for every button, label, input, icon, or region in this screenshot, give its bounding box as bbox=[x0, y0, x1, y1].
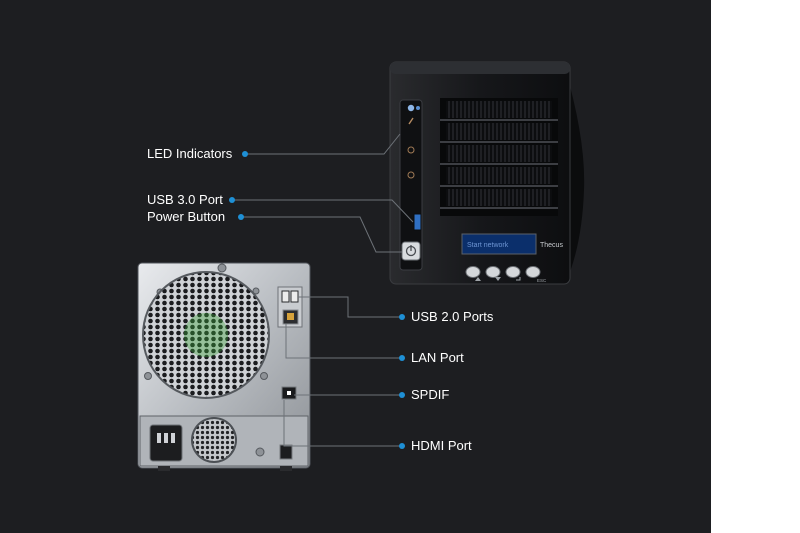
dot-power bbox=[238, 214, 244, 220]
leader-lan bbox=[285, 324, 402, 359]
illustration: Start network Thecus ESC bbox=[137, 61, 585, 471]
usb2-port bbox=[290, 290, 299, 303]
leader-usb2 bbox=[298, 296, 402, 318]
leader-usb3 bbox=[233, 199, 414, 223]
dot-hdmi bbox=[399, 443, 405, 449]
enter-icon bbox=[516, 277, 521, 281]
product-diagram: Start network Thecus ESC bbox=[0, 0, 711, 533]
lcd-buttons: ESC bbox=[465, 266, 547, 283]
dot-lan bbox=[399, 355, 405, 361]
callout-dots bbox=[229, 151, 405, 449]
usb2-port bbox=[281, 290, 290, 303]
leader-hdmi bbox=[283, 400, 402, 447]
label-spdif: SPDIF bbox=[411, 387, 450, 402]
screw-icon bbox=[252, 287, 260, 295]
screw-icon bbox=[255, 447, 265, 457]
fan bbox=[142, 271, 270, 399]
power-led-icon bbox=[407, 104, 415, 112]
screw-icon bbox=[144, 372, 152, 380]
lcd-display bbox=[461, 233, 537, 255]
leader-lines bbox=[233, 133, 414, 447]
psu-fan-grille bbox=[193, 419, 235, 461]
label-power-button: Power Button bbox=[147, 209, 226, 224]
brand-label: Thecus bbox=[540, 242, 563, 249]
hdmi-port bbox=[279, 444, 293, 460]
esc-label: ESC bbox=[537, 278, 547, 283]
usb3-port bbox=[413, 213, 422, 231]
disk-led-icon bbox=[407, 171, 415, 179]
dot-spdif bbox=[399, 392, 405, 398]
lan-led-icon bbox=[407, 146, 415, 154]
lcd-text: Start network bbox=[467, 242, 509, 249]
up-arrow-icon bbox=[475, 277, 481, 281]
screw-icon bbox=[217, 263, 227, 273]
white-margin bbox=[711, 0, 800, 533]
status-led-icon bbox=[408, 117, 414, 125]
label-usb2-ports: USB 2.0 Ports bbox=[411, 309, 494, 324]
front-unit: Start network Thecus ESC bbox=[389, 61, 585, 285]
leader-led bbox=[246, 133, 401, 155]
rear-unit bbox=[137, 262, 311, 471]
down-arrow-icon bbox=[495, 277, 501, 281]
screw-icon bbox=[260, 372, 268, 380]
drive-bays bbox=[440, 98, 558, 216]
label-led-indicators: LED Indicators bbox=[147, 146, 233, 161]
dot-usb2 bbox=[399, 314, 405, 320]
dot-usb3 bbox=[229, 197, 235, 203]
leader-power bbox=[242, 216, 402, 253]
label-hdmi-port: HDMI Port bbox=[411, 438, 472, 453]
label-lan-port: LAN Port bbox=[411, 350, 464, 365]
dot-led bbox=[242, 151, 248, 157]
label-usb3-port: USB 3.0 Port bbox=[147, 192, 223, 207]
